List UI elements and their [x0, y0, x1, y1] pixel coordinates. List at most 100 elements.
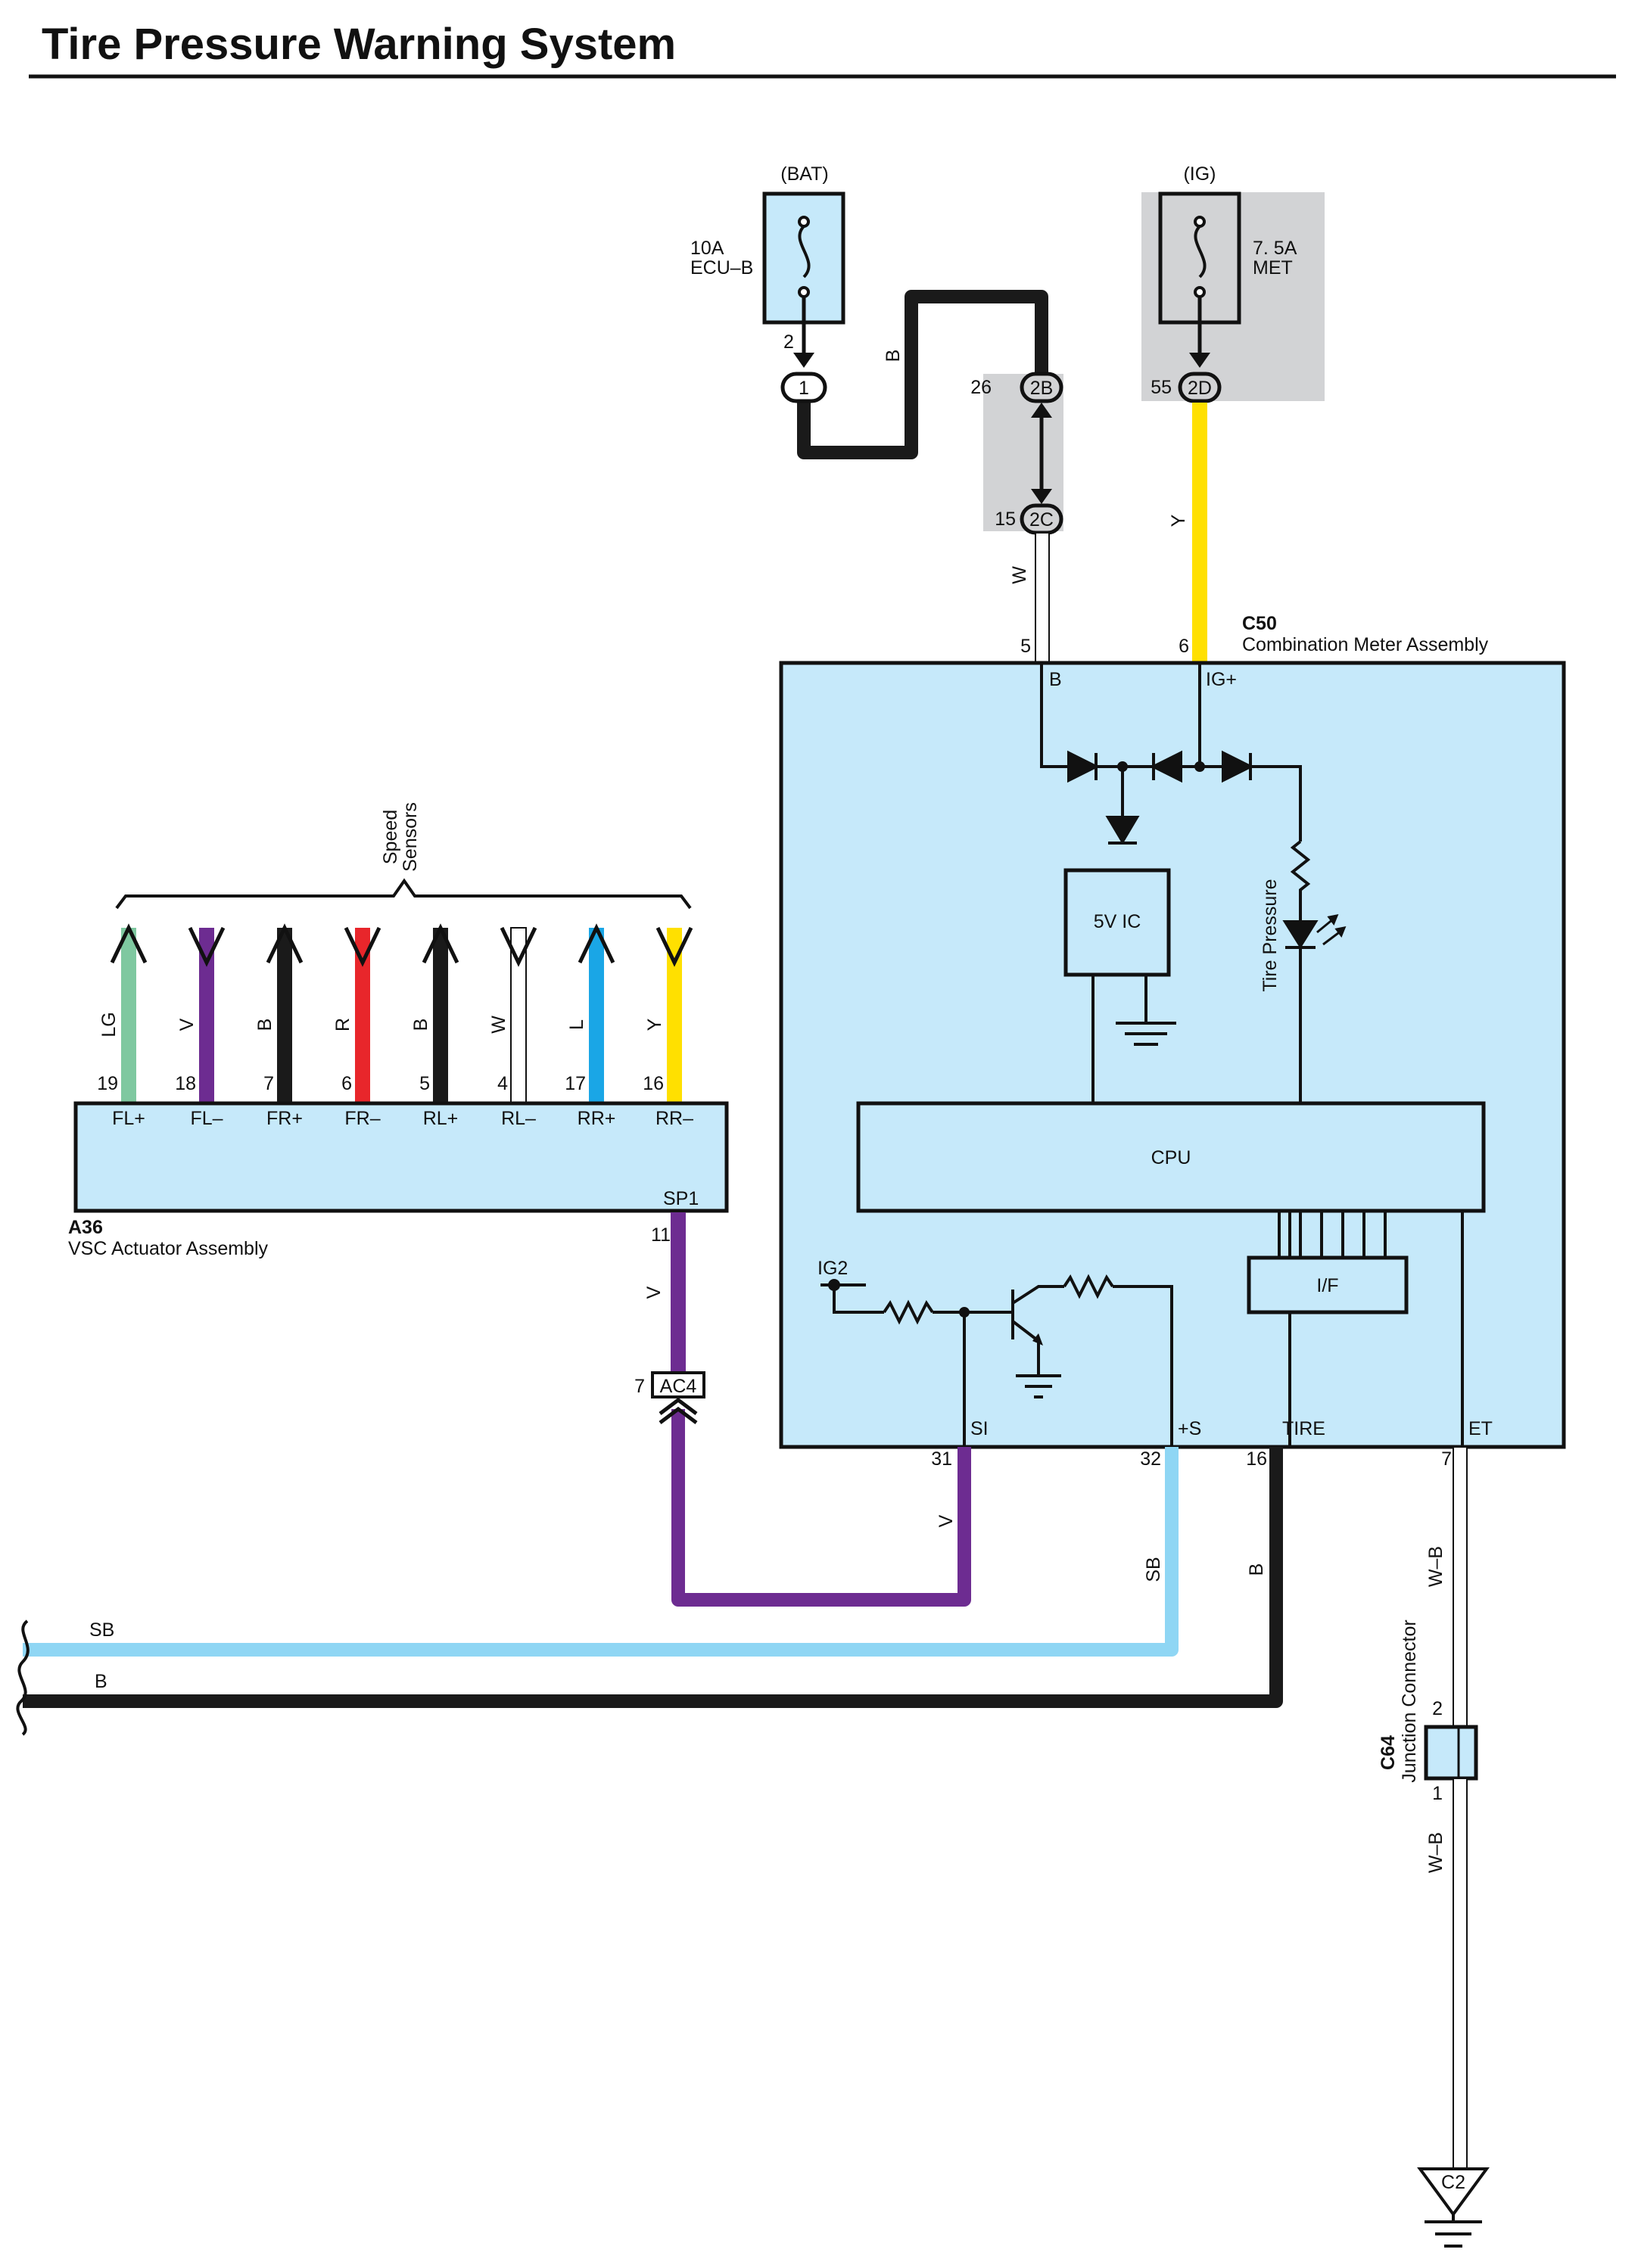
- wire-w-label: W: [1009, 566, 1030, 584]
- wire-sb-out-label: SB: [89, 1619, 114, 1641]
- diode-2: [1150, 750, 1182, 783]
- if-block: [1247, 1255, 1409, 1314]
- meter-terminal-si: SI: [970, 1418, 989, 1439]
- sensor-wire-8: [667, 928, 682, 1103]
- sensor-pin-1: 19: [97, 1073, 118, 1094]
- connector-2d-pin: 55: [1151, 377, 1172, 398]
- junction-connector-c64: [1424, 1725, 1478, 1781]
- sensor-pin-2: 18: [175, 1073, 196, 1094]
- sensor-terminal-7: RR+: [578, 1108, 616, 1129]
- meter-terminal-s: +S: [1178, 1418, 1201, 1439]
- wire-b-tire: [23, 1447, 1283, 1708]
- cpu-label: CPU: [1151, 1147, 1191, 1168]
- wire-y-to-meter: [1192, 403, 1207, 663]
- sensor-pin-7: 17: [565, 1073, 586, 1094]
- sensor-arrow-3: [266, 923, 304, 964]
- c64-pin-bottom: 1: [1432, 1783, 1443, 1804]
- ic-5v: [1063, 868, 1171, 977]
- connector-ac4-chevron: [659, 1397, 698, 1424]
- wire-b-bat-label: B: [883, 350, 904, 362]
- bat-supply-label: (BAT): [780, 163, 828, 185]
- sensor-wire-5: [433, 928, 448, 1103]
- ground-c2-lines: [1425, 2214, 1482, 2248]
- connector-2b: [1020, 372, 1063, 403]
- fuse-ecu-b-rating: 10A: [690, 238, 724, 259]
- meter-terminal-tire: TIRE: [1282, 1418, 1325, 1439]
- junction-dot-3: [959, 1307, 970, 1318]
- tire-pressure-label: Tire Pressure: [1260, 879, 1281, 991]
- meter-pin-7: 7: [1441, 1448, 1452, 1470]
- ic-5v-label: 5V IC: [1094, 911, 1141, 932]
- meter-pin-31: 31: [931, 1448, 952, 1470]
- diode-1: [1067, 750, 1100, 783]
- diode-4: [1105, 816, 1140, 845]
- wire-break-mark: [16, 1619, 30, 1736]
- wire-sb-label: SB: [1143, 1557, 1164, 1582]
- speed-sensors-label-1: Speed: [380, 810, 401, 864]
- sensor-terminal-6: RL–: [501, 1108, 536, 1129]
- page-title: Tire Pressure Warning System: [42, 20, 676, 69]
- ig-supply-label: (IG): [1183, 163, 1216, 185]
- sensor-arrow-5: [422, 923, 459, 964]
- connector-2d: [1178, 372, 1222, 403]
- wire-v-si: [671, 1409, 971, 1607]
- transistor-emitter-arrow: [1032, 1333, 1043, 1346]
- meter-code: C50: [1242, 613, 1277, 634]
- sensor-terminal-3: FR+: [266, 1108, 303, 1129]
- wire-y-label: Y: [1168, 514, 1189, 527]
- vsc-actuator-assembly: [73, 1101, 729, 1213]
- sensor-wire-7: [589, 928, 604, 1103]
- sensor-wire-1: [121, 928, 136, 1103]
- connector-2c-pin: 15: [995, 509, 1016, 530]
- meter-terminal-et: ET: [1468, 1418, 1493, 1439]
- sensor-arrow-8: [655, 926, 693, 967]
- fuse-met-name: MET: [1253, 257, 1293, 278]
- vsc-code: A36: [68, 1217, 103, 1238]
- connector-2c-label: 2C: [1029, 509, 1054, 530]
- sensor-pin-4: 6: [341, 1073, 352, 1094]
- vsc-terminal-sp1: SP1: [663, 1188, 699, 1209]
- if-label: I/F: [1316, 1275, 1338, 1296]
- sensor-pin-3: 7: [263, 1073, 274, 1094]
- sensor-wire-label-2: V: [176, 1018, 198, 1031]
- junction-arrow-up: [1031, 403, 1052, 418]
- sensor-wire-label-3: B: [254, 1019, 276, 1031]
- meter-terminal-b: B: [1049, 669, 1062, 690]
- meter-internal-wiring: [820, 663, 1464, 1447]
- connector-ac4-label: AC4: [660, 1376, 697, 1397]
- ig2-label: IG2: [817, 1258, 848, 1279]
- wire-wb-et-upper: [1453, 1446, 1468, 1728]
- wire-b-bat-to-2b: [797, 290, 1048, 459]
- connector-2b-label: 2B: [1030, 378, 1054, 399]
- sensor-terminal-4: FR–: [344, 1108, 380, 1129]
- connector-1: [780, 372, 827, 403]
- speed-sensors-bracket: [115, 878, 692, 910]
- connector-ac4: [651, 1371, 705, 1398]
- vsc-name: VSC Actuator Assembly: [68, 1238, 269, 1259]
- c64-pin-top: 2: [1432, 1698, 1443, 1719]
- sensor-wire-label-1: LG: [98, 1012, 120, 1037]
- junction-arrow-down: [1031, 489, 1052, 504]
- sensor-wire-label-6: W: [488, 1016, 509, 1034]
- c64-name: Junction Connector: [1399, 1619, 1420, 1782]
- sensor-pin-6: 4: [497, 1073, 508, 1094]
- sensor-arrow-4: [344, 926, 381, 967]
- cpu-block: [856, 1101, 1486, 1213]
- sensor-wire-label-8: Y: [644, 1018, 665, 1031]
- meter-pin-6: 6: [1179, 636, 1189, 657]
- meter-pin-32: 32: [1140, 1448, 1161, 1470]
- sensor-wire-3: [277, 928, 292, 1103]
- meter-pin-16: 16: [1246, 1448, 1267, 1470]
- vsc-pin-sp1: 11: [651, 1224, 671, 1246]
- ground-c2-symbol: [1417, 2167, 1490, 2217]
- fuse-met-rating: 7. 5A: [1253, 238, 1297, 259]
- junction-dot-1: [1117, 761, 1128, 772]
- ig2-terminal-dot: [828, 1279, 840, 1291]
- meter-pin-5: 5: [1020, 636, 1031, 657]
- connector-ac4-pin: 7: [634, 1376, 645, 1397]
- c64-code: C64: [1378, 1735, 1399, 1770]
- meter-name: Combination Meter Assembly: [1242, 634, 1489, 655]
- connector-1-label: 1: [799, 378, 809, 399]
- speed-sensors-label-2: Sensors: [400, 802, 421, 872]
- wire-v-sp1: [671, 1212, 686, 1373]
